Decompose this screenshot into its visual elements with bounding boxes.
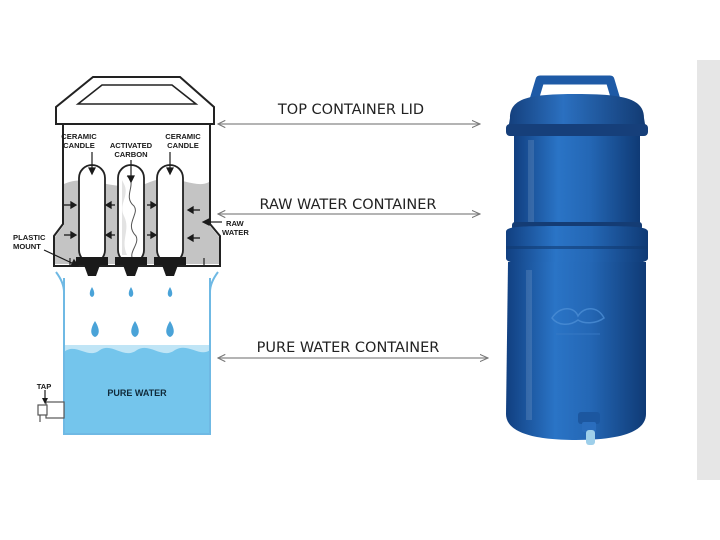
callout-raw-water-container: RAW WATER CONTAINER [260, 197, 437, 213]
label-pointers [43, 152, 222, 267]
ceramic-candle-right [154, 164, 186, 276]
product-joint [506, 226, 648, 264]
side-panel [697, 60, 720, 480]
flow-arrows [64, 200, 200, 243]
label-ceramic-candle-right-2: CANDLE [167, 141, 199, 150]
label-pure-water: PURE WATER [107, 388, 167, 398]
product-lower-body [506, 262, 646, 440]
water-drops [89, 287, 174, 337]
label-ceramic-candle-left-2: CANDLE [63, 141, 95, 150]
pure-water-fill [64, 345, 210, 434]
product-tap [578, 412, 600, 445]
callout-top-container-lid: TOP CONTAINER LID [277, 102, 424, 118]
label-ceramic-candle-right-1: CERAMIC [165, 132, 201, 141]
label-plastic-mount-1: PLASTIC [13, 233, 46, 242]
label-ceramic-candle-left-1: CERAMIC [61, 132, 97, 141]
filter-schematic: CERAMIC CANDLE ACTIVATED CARBON CERAMIC … [13, 76, 249, 435]
label-raw-water-1: RAW [226, 219, 245, 228]
schematic-tap [37, 390, 65, 422]
schematic-lid [55, 76, 215, 125]
ceramic-candle-left [76, 164, 108, 276]
product-upper-body [514, 136, 640, 224]
lid-handle [529, 75, 621, 102]
schematic-pure-container [37, 271, 219, 435]
callouts: TOP CONTAINER LID RAW WATER CONTAINER PU… [218, 102, 488, 358]
label-activated-carbon-2: CARBON [114, 150, 147, 159]
label-tap: TAP [37, 382, 52, 391]
label-raw-water-2: WATER [222, 228, 249, 237]
product-lid [508, 94, 646, 130]
filter-product-photo [506, 75, 648, 445]
label-plastic-mount-2: MOUNT [13, 242, 41, 251]
label-activated-carbon-1: ACTIVATED [110, 141, 153, 150]
callout-pure-water-container: PURE WATER CONTAINER [257, 340, 440, 356]
